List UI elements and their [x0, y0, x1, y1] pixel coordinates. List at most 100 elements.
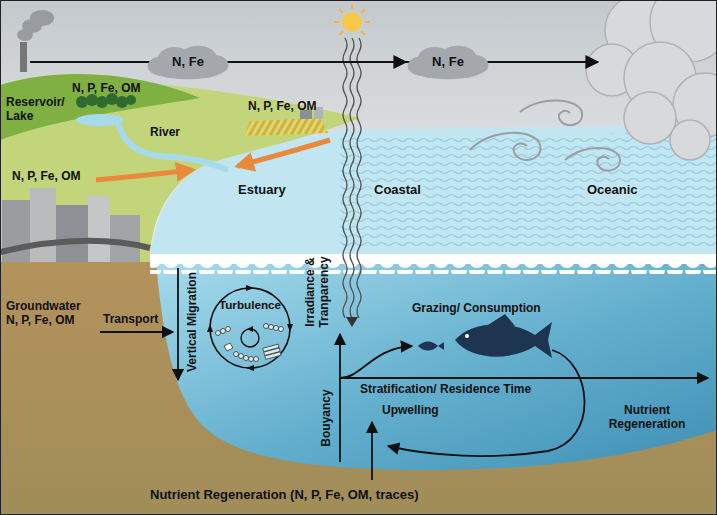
fish-eye: [465, 334, 469, 338]
process-label: Nutrient Regeneration: [604, 404, 690, 432]
process-arrows: [100, 268, 708, 480]
buoyancy-arrow: [339, 334, 341, 462]
deposition-label: N, Fe: [172, 55, 204, 70]
arrow-head: [246, 285, 254, 291]
deposition-cloud: N, Fe: [406, 45, 490, 80]
coastal-waves: [340, 132, 717, 250]
migration-arrow: [177, 268, 179, 380]
fin: [488, 314, 515, 326]
runoff-arrow: [238, 140, 330, 166]
water-column: [156, 262, 717, 470]
deposition-cloud: N, Fe: [146, 45, 230, 80]
arrow-head: [246, 365, 254, 371]
place-label: River: [150, 126, 180, 140]
fish: [418, 314, 552, 358]
tree: [76, 96, 88, 108]
regeneration-arrow: [388, 350, 585, 456]
sun-ray: [361, 31, 365, 35]
arrow-head: [207, 324, 213, 332]
process-label: Bouyancy: [320, 389, 334, 446]
sun-ray: [339, 9, 343, 13]
light-rays: [343, 38, 361, 318]
source-label: Groundwater N, P, Fe, OM: [6, 300, 88, 328]
nutrient-label: N, P, Fe, OM: [12, 170, 80, 184]
process-label: Transport: [103, 313, 158, 327]
smoke: [17, 10, 54, 41]
process-label: Vertical Migration: [186, 272, 200, 372]
swirl: [470, 133, 540, 160]
plankton-cell: [249, 357, 254, 362]
road: [0, 241, 150, 252]
particle-symbol: [224, 343, 233, 351]
plankton-cell: [239, 354, 244, 359]
sediment: [0, 262, 717, 515]
building: [88, 196, 110, 262]
tree: [116, 96, 128, 108]
plankton-cell: [244, 356, 249, 361]
tree: [86, 94, 98, 106]
light-ray: [350, 38, 354, 318]
region-label: Estuary: [236, 183, 288, 198]
big-fish: [455, 322, 552, 358]
process-label: Nutrient Regeneration (N, P, Fe, OM, tra…: [150, 488, 418, 503]
surface-foam: [150, 254, 717, 264]
cloud-puff: [624, 92, 676, 144]
turbulence-loop: [210, 288, 290, 368]
diatom-symbol: [265, 352, 281, 360]
green-hill: [0, 74, 200, 140]
cloud-puff: [408, 52, 489, 79]
sun-ray: [351, 4, 353, 9]
process-label: Stratification/ Residence Time: [360, 383, 531, 397]
process-label: Irradiance & Tranparency: [304, 249, 332, 335]
surface-foam: [150, 264, 717, 274]
sun-ray: [361, 9, 365, 13]
deposition-arrow: [230, 61, 406, 63]
upwelling-arrow: [371, 422, 373, 480]
runoff-arrow: [96, 170, 192, 180]
sun: [342, 12, 362, 32]
region-label: Coastal: [372, 183, 423, 198]
small-fish: [418, 342, 444, 351]
region-label: Oceanic: [585, 183, 640, 198]
turbulence-circle: Turbulence: [208, 286, 292, 370]
arrow-head: [346, 317, 358, 327]
tree: [126, 95, 136, 105]
transport-arrow: [100, 331, 173, 333]
swirl: [565, 148, 620, 171]
light-ray: [343, 38, 347, 318]
cloud-puff: [148, 52, 229, 79]
plankton-cell: [269, 325, 274, 330]
building: [56, 205, 88, 262]
forest: [76, 93, 136, 108]
nutrient-label: N, P, Fe, OM: [72, 82, 140, 96]
plankton-cell: [216, 331, 221, 336]
place-label: Reservoir/ Lake: [6, 96, 72, 124]
smokestack: [20, 42, 27, 72]
process-label: Upwelling: [382, 404, 439, 418]
plankton-cell: [264, 324, 269, 329]
nutrient-label: N, P, Fe, OM: [248, 100, 316, 114]
plankton-cell: [279, 327, 284, 332]
process-label: Turbulence: [219, 298, 281, 311]
building: [110, 215, 140, 262]
stratification-arrow: [340, 377, 708, 379]
reservoir: [76, 114, 124, 126]
smoke-puff: [30, 10, 54, 26]
building: [30, 188, 56, 262]
wind-swirls: [470, 100, 620, 170]
grazing-arrow: [340, 346, 412, 378]
land: [0, 81, 360, 262]
sun-rays: [334, 4, 370, 35]
deposition-label: N, Fe: [432, 55, 464, 70]
plankton-cell: [226, 327, 231, 332]
arrow-head: [287, 324, 293, 332]
plankton-cell: [221, 329, 226, 334]
plankton-cell: [234, 352, 239, 357]
sun-ray: [339, 31, 343, 35]
city: [2, 188, 140, 262]
